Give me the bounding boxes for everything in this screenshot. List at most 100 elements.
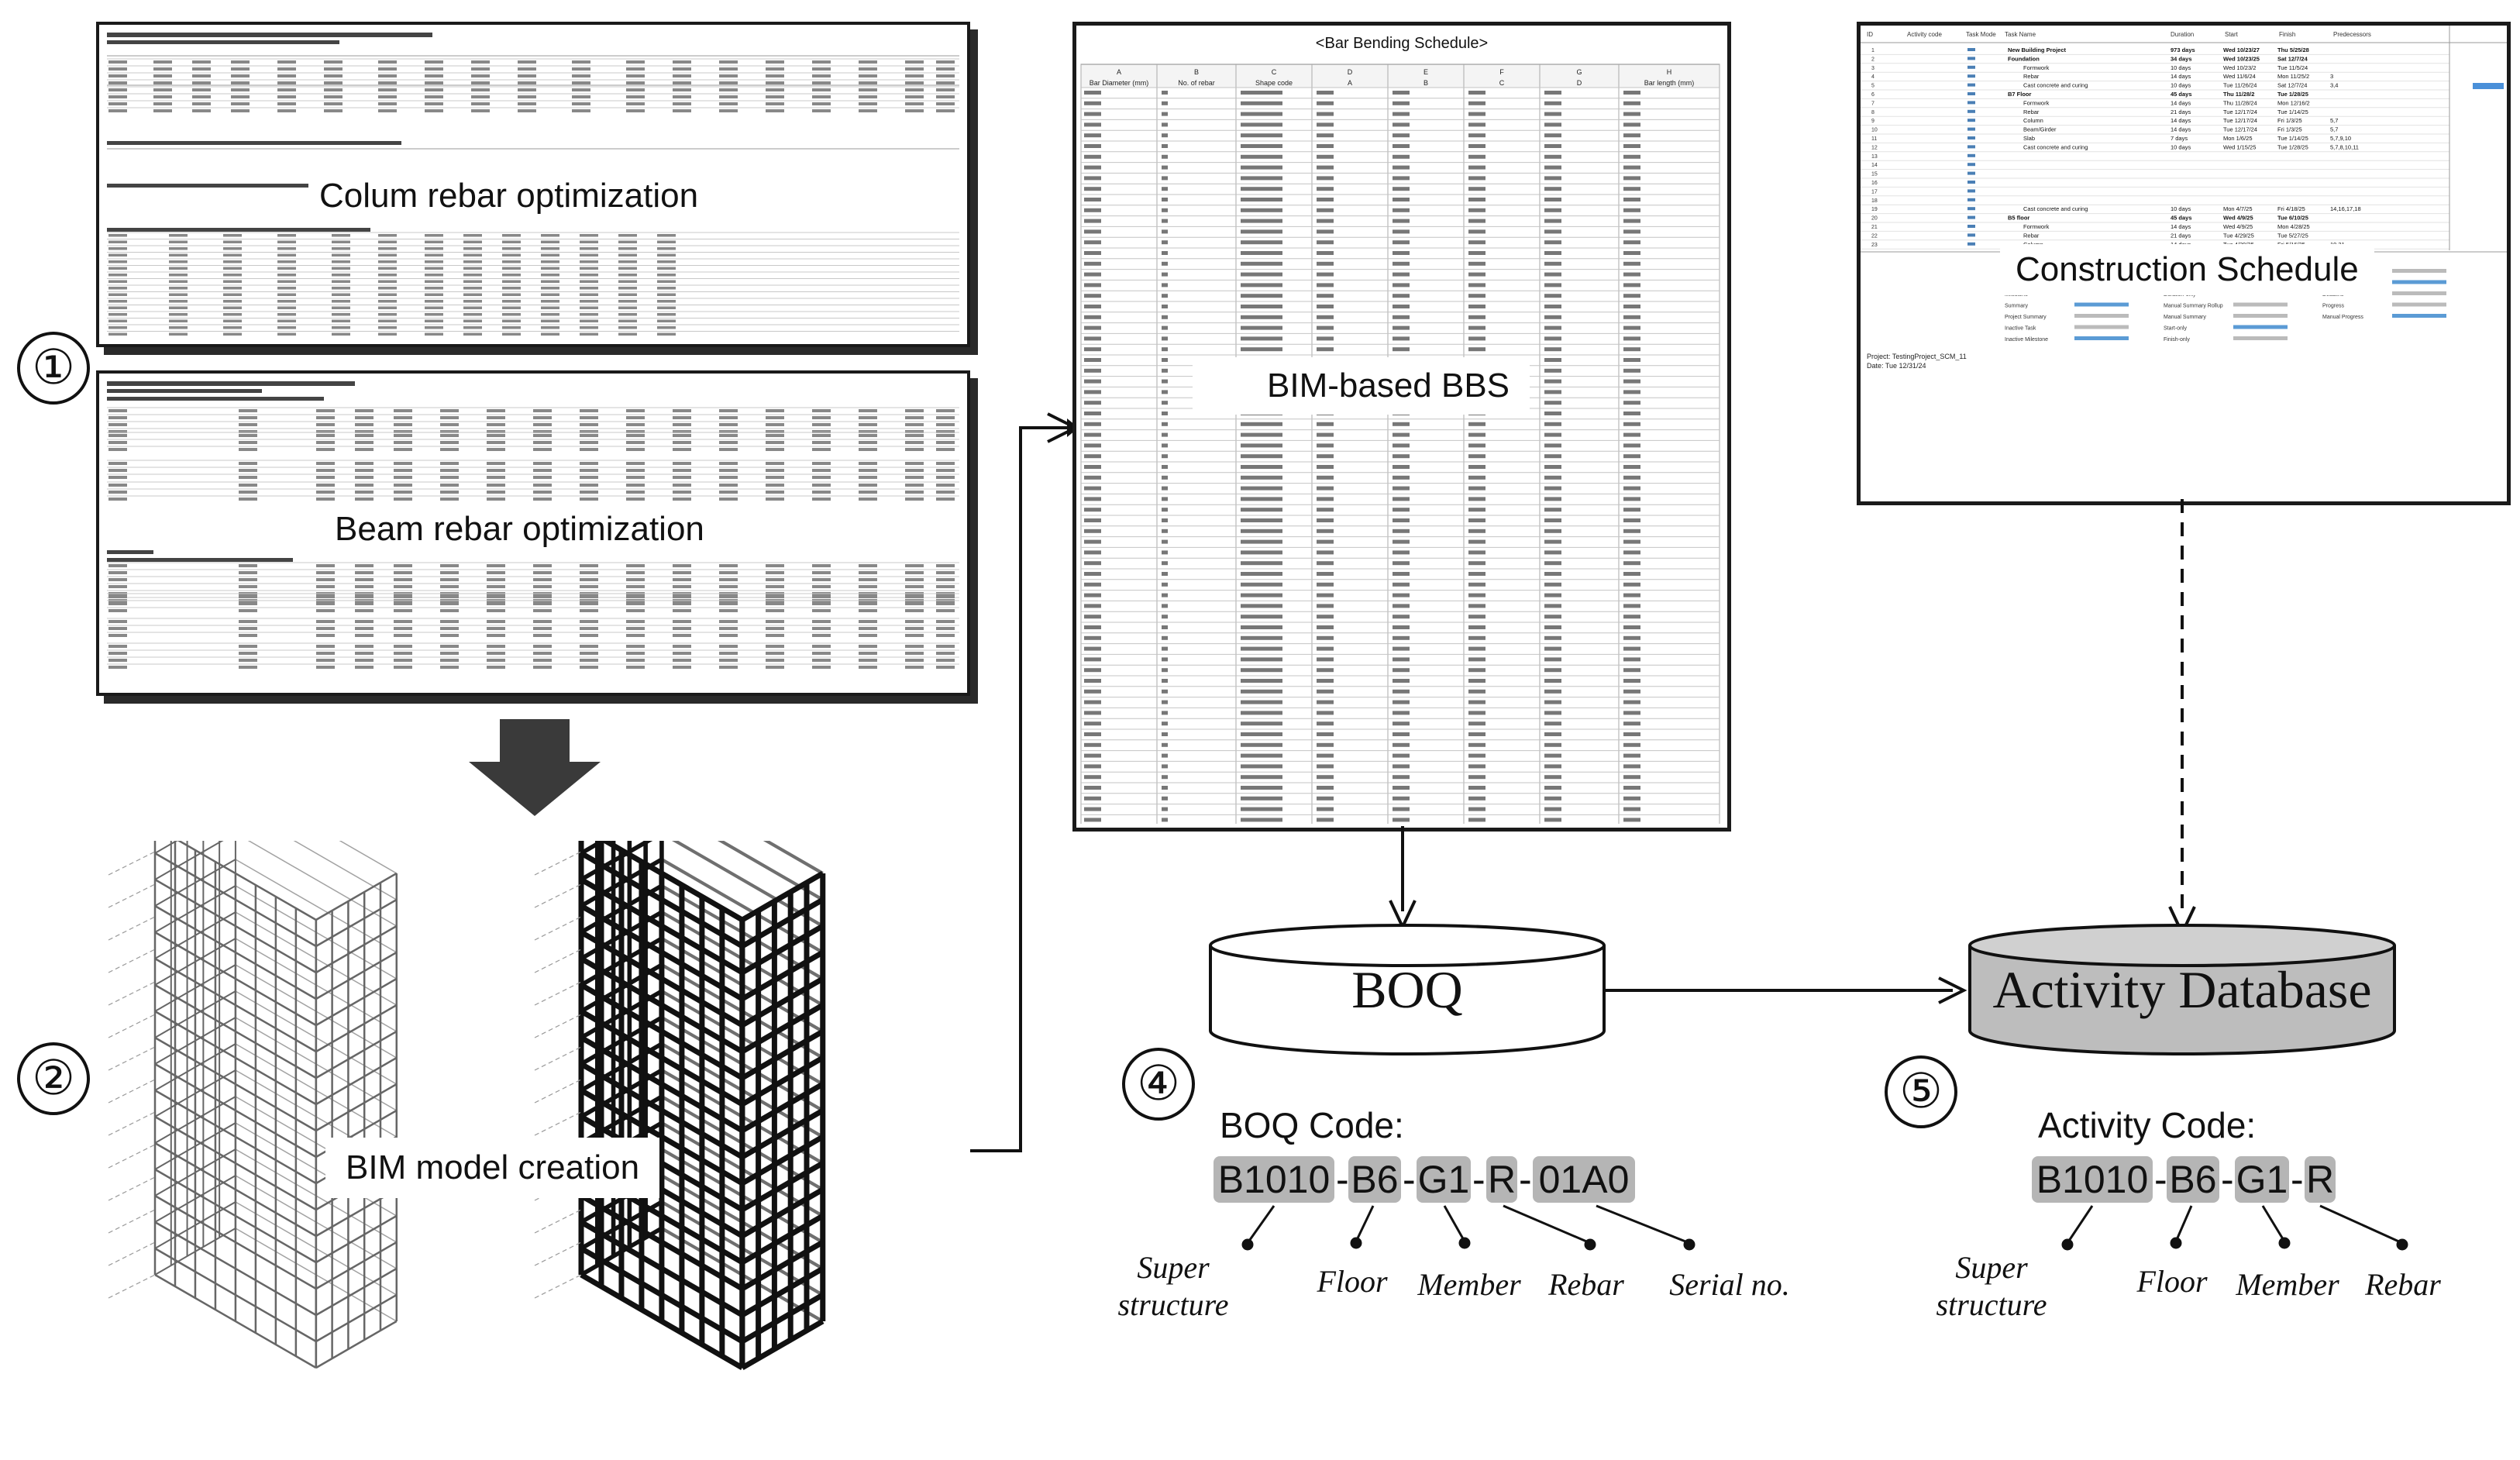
svg-text:Fri 4/18/25: Fri 4/18/25 [2277,205,2305,212]
svg-text:Duration: Duration [2171,31,2194,38]
svg-text:Cast concrete and curing: Cast concrete and curing [2023,143,2088,150]
svg-text:Tue 12/17/24: Tue 12/17/24 [2223,117,2257,124]
svg-text:7: 7 [1871,101,1875,106]
svg-text:Tue 4/29/25: Tue 4/29/25 [2223,232,2254,239]
svg-text:10: 10 [1871,128,1878,133]
step-1-marker: ① [17,332,90,405]
schedule-label: Construction Schedule [2000,244,2374,295]
boq-code-segment-4: R [1486,1156,1517,1203]
svg-text:3: 3 [2330,73,2333,80]
svg-text:Wed 1/15/25: Wed 1/15/25 [2223,143,2256,150]
activity-database-icon [1968,924,2396,1055]
svg-text:12: 12 [1871,145,1878,150]
bbs-to-boq-arrow [1389,826,1417,931]
svg-text:Tue 11/26/24: Tue 11/26/24 [2223,82,2257,89]
svg-text:Thu 11/28/24: Thu 11/28/24 [2223,99,2257,106]
svg-text:Finish-only: Finish-only [2164,337,2190,343]
boq-code-segment-5: 01A0 [1533,1156,1635,1203]
svg-text:Tue 12/17/24: Tue 12/17/24 [2223,126,2257,133]
svg-text:Slab: Slab [2023,135,2035,142]
svg-text:Wed 4/9/25: Wed 4/9/25 [2223,215,2253,222]
svg-text:Mon 1/6/25: Mon 1/6/25 [2223,135,2253,142]
svg-text:Column: Column [2023,117,2043,124]
svg-text:Wed 10/23/27: Wed 10/23/27 [2223,46,2260,53]
activity-code-leaders [2061,1204,2408,1251]
activity-caption-floor: Floor [2136,1264,2208,1299]
svg-text:Task Mode: Task Mode [1966,31,1996,38]
activity-code-segment-2: B6 [2167,1156,2219,1203]
svg-text:18: 18 [1871,198,1878,204]
svg-text:D: D [1577,79,1582,87]
svg-text:23: 23 [1871,243,1878,248]
svg-text:Mon 4/7/25: Mon 4/7/25 [2223,205,2253,212]
svg-text:3,4: 3,4 [2330,82,2338,89]
svg-text:Manual Summary Rollup: Manual Summary Rollup [2164,304,2223,309]
svg-text:Cast concrete and curing: Cast concrete and curing [2023,205,2088,212]
step-4-marker: ④ [1122,1048,1195,1121]
boq-caption-floor: Floor [1317,1264,1388,1299]
svg-text:21: 21 [1871,225,1878,230]
svg-text:9: 9 [1871,119,1875,124]
beam-sheet-grid [107,381,959,669]
svg-text:Rebar: Rebar [2023,232,2040,239]
svg-text:Tue 5/27/25: Tue 5/27/25 [2277,232,2308,239]
svg-text:B5 floor: B5 floor [2008,215,2029,222]
svg-text:A: A [1348,79,1352,87]
svg-text:2: 2 [1871,57,1875,62]
bar-bending-schedule: <Bar Bending Schedule> A Bar Diameter (mm… [1072,22,1731,832]
svg-text:16: 16 [1871,181,1878,186]
boq-to-activity-arrow [1604,976,1967,1004]
svg-text:Start-only: Start-only [2164,326,2187,332]
boq-code-segment-1: B1010 [1214,1156,1334,1203]
svg-text:973 days: 973 days [2171,46,2195,53]
construction-schedule: ID Activity code Task Mode Task Name Duratio… [1857,22,2511,505]
boq-code-dash: - [1403,1158,1416,1201]
svg-text:Summary: Summary [2005,304,2028,309]
bim-model-renderings [108,841,826,1371]
svg-text:Manual Progress: Manual Progress [2322,315,2363,320]
svg-text:B7 Floor: B7 Floor [2008,91,2031,98]
svg-text:5,7,8,10,11: 5,7,8,10,11 [2330,143,2359,150]
svg-text:ID: ID [1867,31,1873,38]
schedule-gantt-table: ID Activity code Task Mode Task Name Duratio… [1861,26,2507,370]
boq-caption-superstructure: Super structure [1117,1250,1229,1322]
svg-text:Thu 11/28/2: Thu 11/28/2 [2223,91,2254,98]
svg-text:34 days: 34 days [2171,55,2192,62]
svg-text:Fri 1/3/25: Fri 1/3/25 [2277,126,2302,133]
svg-text:Progress: Progress [2322,304,2345,309]
svg-text:20: 20 [1871,216,1878,222]
svg-text:C: C [1272,68,1277,76]
svg-text:B: B [1194,68,1199,76]
bim-to-bbs-connector [970,412,1079,1152]
boq-database-icon [1209,924,1606,1055]
svg-text:10 days: 10 days [2171,143,2191,150]
svg-text:A: A [1117,68,1121,76]
beam-optimization-label: Beam rebar optimization [324,505,715,553]
svg-text:Activity code: Activity code [1907,31,1942,38]
svg-text:Bar Diameter (mm): Bar Diameter (mm) [1090,79,1149,87]
svg-text:Mon 12/16/2: Mon 12/16/2 [2277,99,2310,106]
svg-text:H: H [1667,68,1672,76]
boq-caption-member: Member [1417,1267,1521,1302]
svg-text:Beam/Girder: Beam/Girder [2023,126,2057,133]
svg-text:Rebar: Rebar [2023,73,2040,80]
svg-text:Predecessors: Predecessors [2333,31,2371,38]
svg-text:Mon 4/28/25: Mon 4/28/25 [2277,223,2310,230]
svg-text:14 days: 14 days [2171,117,2191,124]
svg-text:Project Summary: Project Summary [2005,315,2047,320]
svg-text:45 days: 45 days [2171,91,2192,98]
column-sheet-grid [107,33,959,336]
svg-text:21 days: 21 days [2171,108,2191,115]
svg-text:Tue 1/14/25: Tue 1/14/25 [2277,108,2308,115]
svg-text:C: C [1499,79,1505,87]
bbs-title: <Bar Bending Schedule> [1315,35,1489,52]
svg-text:14: 14 [1871,163,1878,168]
svg-text:E: E [1424,68,1428,76]
activity-caption-superstructure: Super structure [1936,1250,2047,1322]
svg-text:Manual Summary: Manual Summary [2164,315,2206,320]
svg-text:Wed 10/23/2: Wed 10/23/2 [2223,64,2256,71]
svg-text:Task Name: Task Name [2005,31,2036,38]
schedule-to-activity-arrow [2168,499,2196,937]
bim-model-label: BIM model creation [325,1138,660,1198]
svg-text:Tue 12/17/24: Tue 12/17/24 [2223,108,2257,115]
